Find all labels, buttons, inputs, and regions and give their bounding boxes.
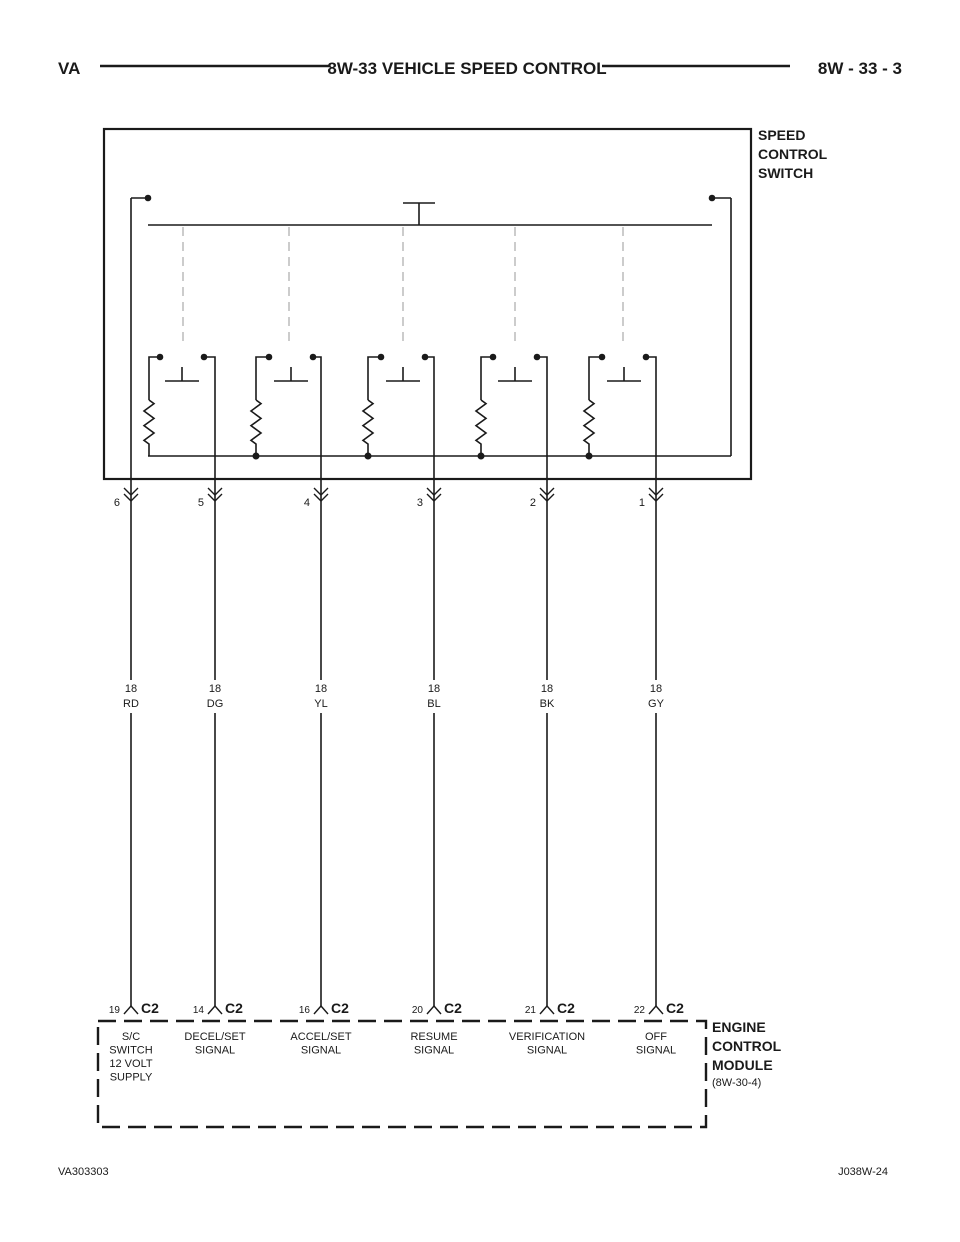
signal-label-1-0: DECEL/SET — [184, 1031, 245, 1043]
header-page-number: 8W - 33 - 3 — [818, 59, 902, 78]
signal-label-0-0: S/C — [122, 1031, 140, 1043]
switch-pin-1: 5 — [198, 497, 204, 509]
footer-right-code: J038W-24 — [838, 1166, 888, 1178]
wire-gauge-1: 18 — [209, 683, 221, 695]
speed-control-switch-box — [102, 127, 753, 481]
ecm-connector-id-3: C2 — [444, 1000, 462, 1016]
module-label-line-2: CONTROL — [712, 1038, 782, 1054]
ecm-connector-id-4: C2 — [557, 1000, 575, 1016]
wire-gauge-0: 18 — [125, 683, 137, 695]
wire-color-1: DG — [207, 698, 224, 710]
switch-pin-0: 6 — [114, 497, 120, 509]
resistor-5 — [582, 399, 596, 456]
ecm-connector-id-5: C2 — [666, 1000, 684, 1016]
wire-gauge-4: 18 — [541, 683, 553, 695]
switch-pin-2: 4 — [304, 497, 310, 509]
footer-left-code: VA303303 — [58, 1166, 109, 1178]
bus-junction-2 — [252, 452, 260, 460]
ecm-connector-caret-0 — [123, 1004, 139, 1015]
signal-label-2-0: ACCEL/SET — [290, 1031, 351, 1043]
module-label-line-3: MODULE — [712, 1057, 773, 1073]
switch-actuator-bar — [131, 194, 732, 456]
module-label-line-1: ENGINE — [712, 1019, 766, 1035]
signal-label-0-1: SWITCH — [109, 1045, 152, 1057]
signal-label-5-0: OFF — [645, 1031, 667, 1043]
switch-output-1 — [204, 356, 216, 480]
signal-label-5-1: SIGNAL — [636, 1045, 676, 1057]
signal-label-0-3: SUPPLY — [110, 1072, 153, 1084]
ecm-connector-id-1: C2 — [225, 1000, 243, 1016]
switch-leg-3 — [367, 356, 381, 400]
bus-junction-4 — [477, 452, 485, 460]
signal-label-4-0: VERIFICATION — [509, 1031, 585, 1043]
signal-label-4-1: SIGNAL — [527, 1045, 567, 1057]
wire-color-4: BK — [540, 698, 555, 710]
switch-output-2 — [313, 356, 322, 480]
switch-leg-5 — [588, 356, 602, 400]
wire-gauge-5: 18 — [650, 683, 662, 695]
page-header: VA 8W-33 VEHICLE SPEED CONTROL 8W - 33 -… — [58, 59, 902, 78]
ecm-connector-caret-3 — [426, 1004, 442, 1015]
bus-junction-5 — [585, 452, 593, 460]
signal-label-1-1: SIGNAL — [195, 1045, 235, 1057]
signal-label-0-2: 12 VOLT — [109, 1058, 152, 1070]
switch-label-line-2: CONTROL — [758, 146, 828, 162]
bus-junction-3 — [364, 452, 372, 460]
wire-gauge-3: 18 — [428, 683, 440, 695]
ecm-connector-caret-5 — [648, 1004, 664, 1015]
ecm-pin-2: 16 — [299, 1005, 311, 1016]
resistor-4 — [474, 399, 488, 456]
switch-pin-4: 2 — [530, 497, 536, 509]
resistor-3 — [361, 399, 375, 456]
wire-color-2: YL — [314, 698, 327, 710]
ecm-pin-1: 14 — [193, 1005, 205, 1016]
switch-pin-3: 3 — [417, 497, 423, 509]
switch-leg-4 — [480, 356, 493, 400]
ecm-connector-caret-2 — [313, 1004, 329, 1015]
wire-color-5: GY — [648, 698, 665, 710]
ecm-pin-4: 21 — [525, 1005, 537, 1016]
resistor-2 — [249, 399, 263, 456]
wire-gauge-2: 18 — [315, 683, 327, 695]
signal-label-3-1: SIGNAL — [414, 1045, 454, 1057]
switch-label-line-1: SPEED — [758, 127, 805, 143]
ecm-connector-id-0: C2 — [141, 1000, 159, 1016]
resistor-1 — [142, 399, 156, 456]
ecm-pin-3: 20 — [412, 1005, 424, 1016]
signal-label-2-1: SIGNAL — [301, 1045, 341, 1057]
ecm-pin-5: 22 — [634, 1005, 646, 1016]
wire-color-3: BL — [427, 698, 440, 710]
switch-leg-2 — [255, 356, 269, 400]
ecm-pin-0: 19 — [109, 1005, 121, 1016]
ecm-connector-caret-4 — [539, 1004, 555, 1015]
switch-label-line-3: SWITCH — [758, 165, 813, 181]
header-title: 8W-33 VEHICLE SPEED CONTROL — [327, 59, 606, 78]
switch-output-4 — [537, 356, 548, 480]
module-page-reference: (8W-30-4) — [712, 1077, 761, 1089]
ecm-connector-caret-1 — [207, 1004, 223, 1015]
signal-label-3-0: RESUME — [410, 1031, 457, 1043]
switch-pin-5: 1 — [639, 497, 645, 509]
wire-color-0: RD — [123, 698, 139, 710]
switch-output-3 — [425, 356, 435, 480]
engine-control-module-box — [96, 1019, 708, 1129]
switch-output-5 — [646, 356, 657, 480]
ecm-connector-id-2: C2 — [331, 1000, 349, 1016]
header-left: VA — [58, 59, 80, 78]
switch-leg-1 — [148, 356, 160, 400]
